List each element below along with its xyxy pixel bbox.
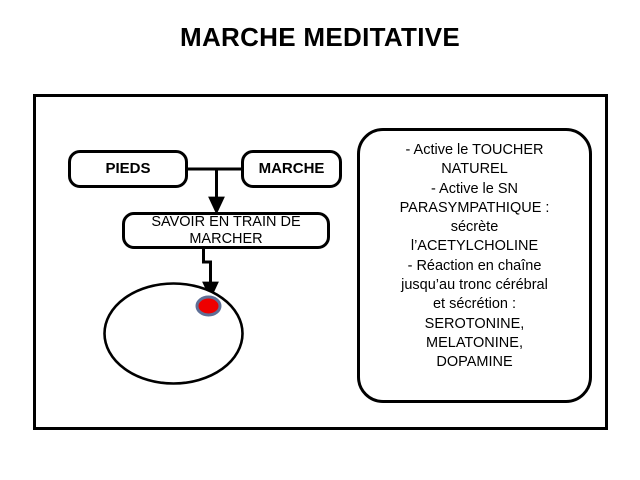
node-marche[interactable]: MARCHE bbox=[241, 150, 342, 188]
page-title: MARCHE MEDITATIVE bbox=[179, 22, 461, 52]
effects-panel-text: - Active le TOUCHER NATUREL - Active le … bbox=[399, 142, 550, 371]
node-pieds[interactable]: PIEDS bbox=[68, 150, 188, 188]
node-savoir-en-train-de-marcher[interactable]: SAVOIR EN TRAIN DE MARCHER bbox=[122, 212, 330, 249]
effects-panel: - Active le TOUCHER NATUREL - Active le … bbox=[357, 128, 592, 403]
